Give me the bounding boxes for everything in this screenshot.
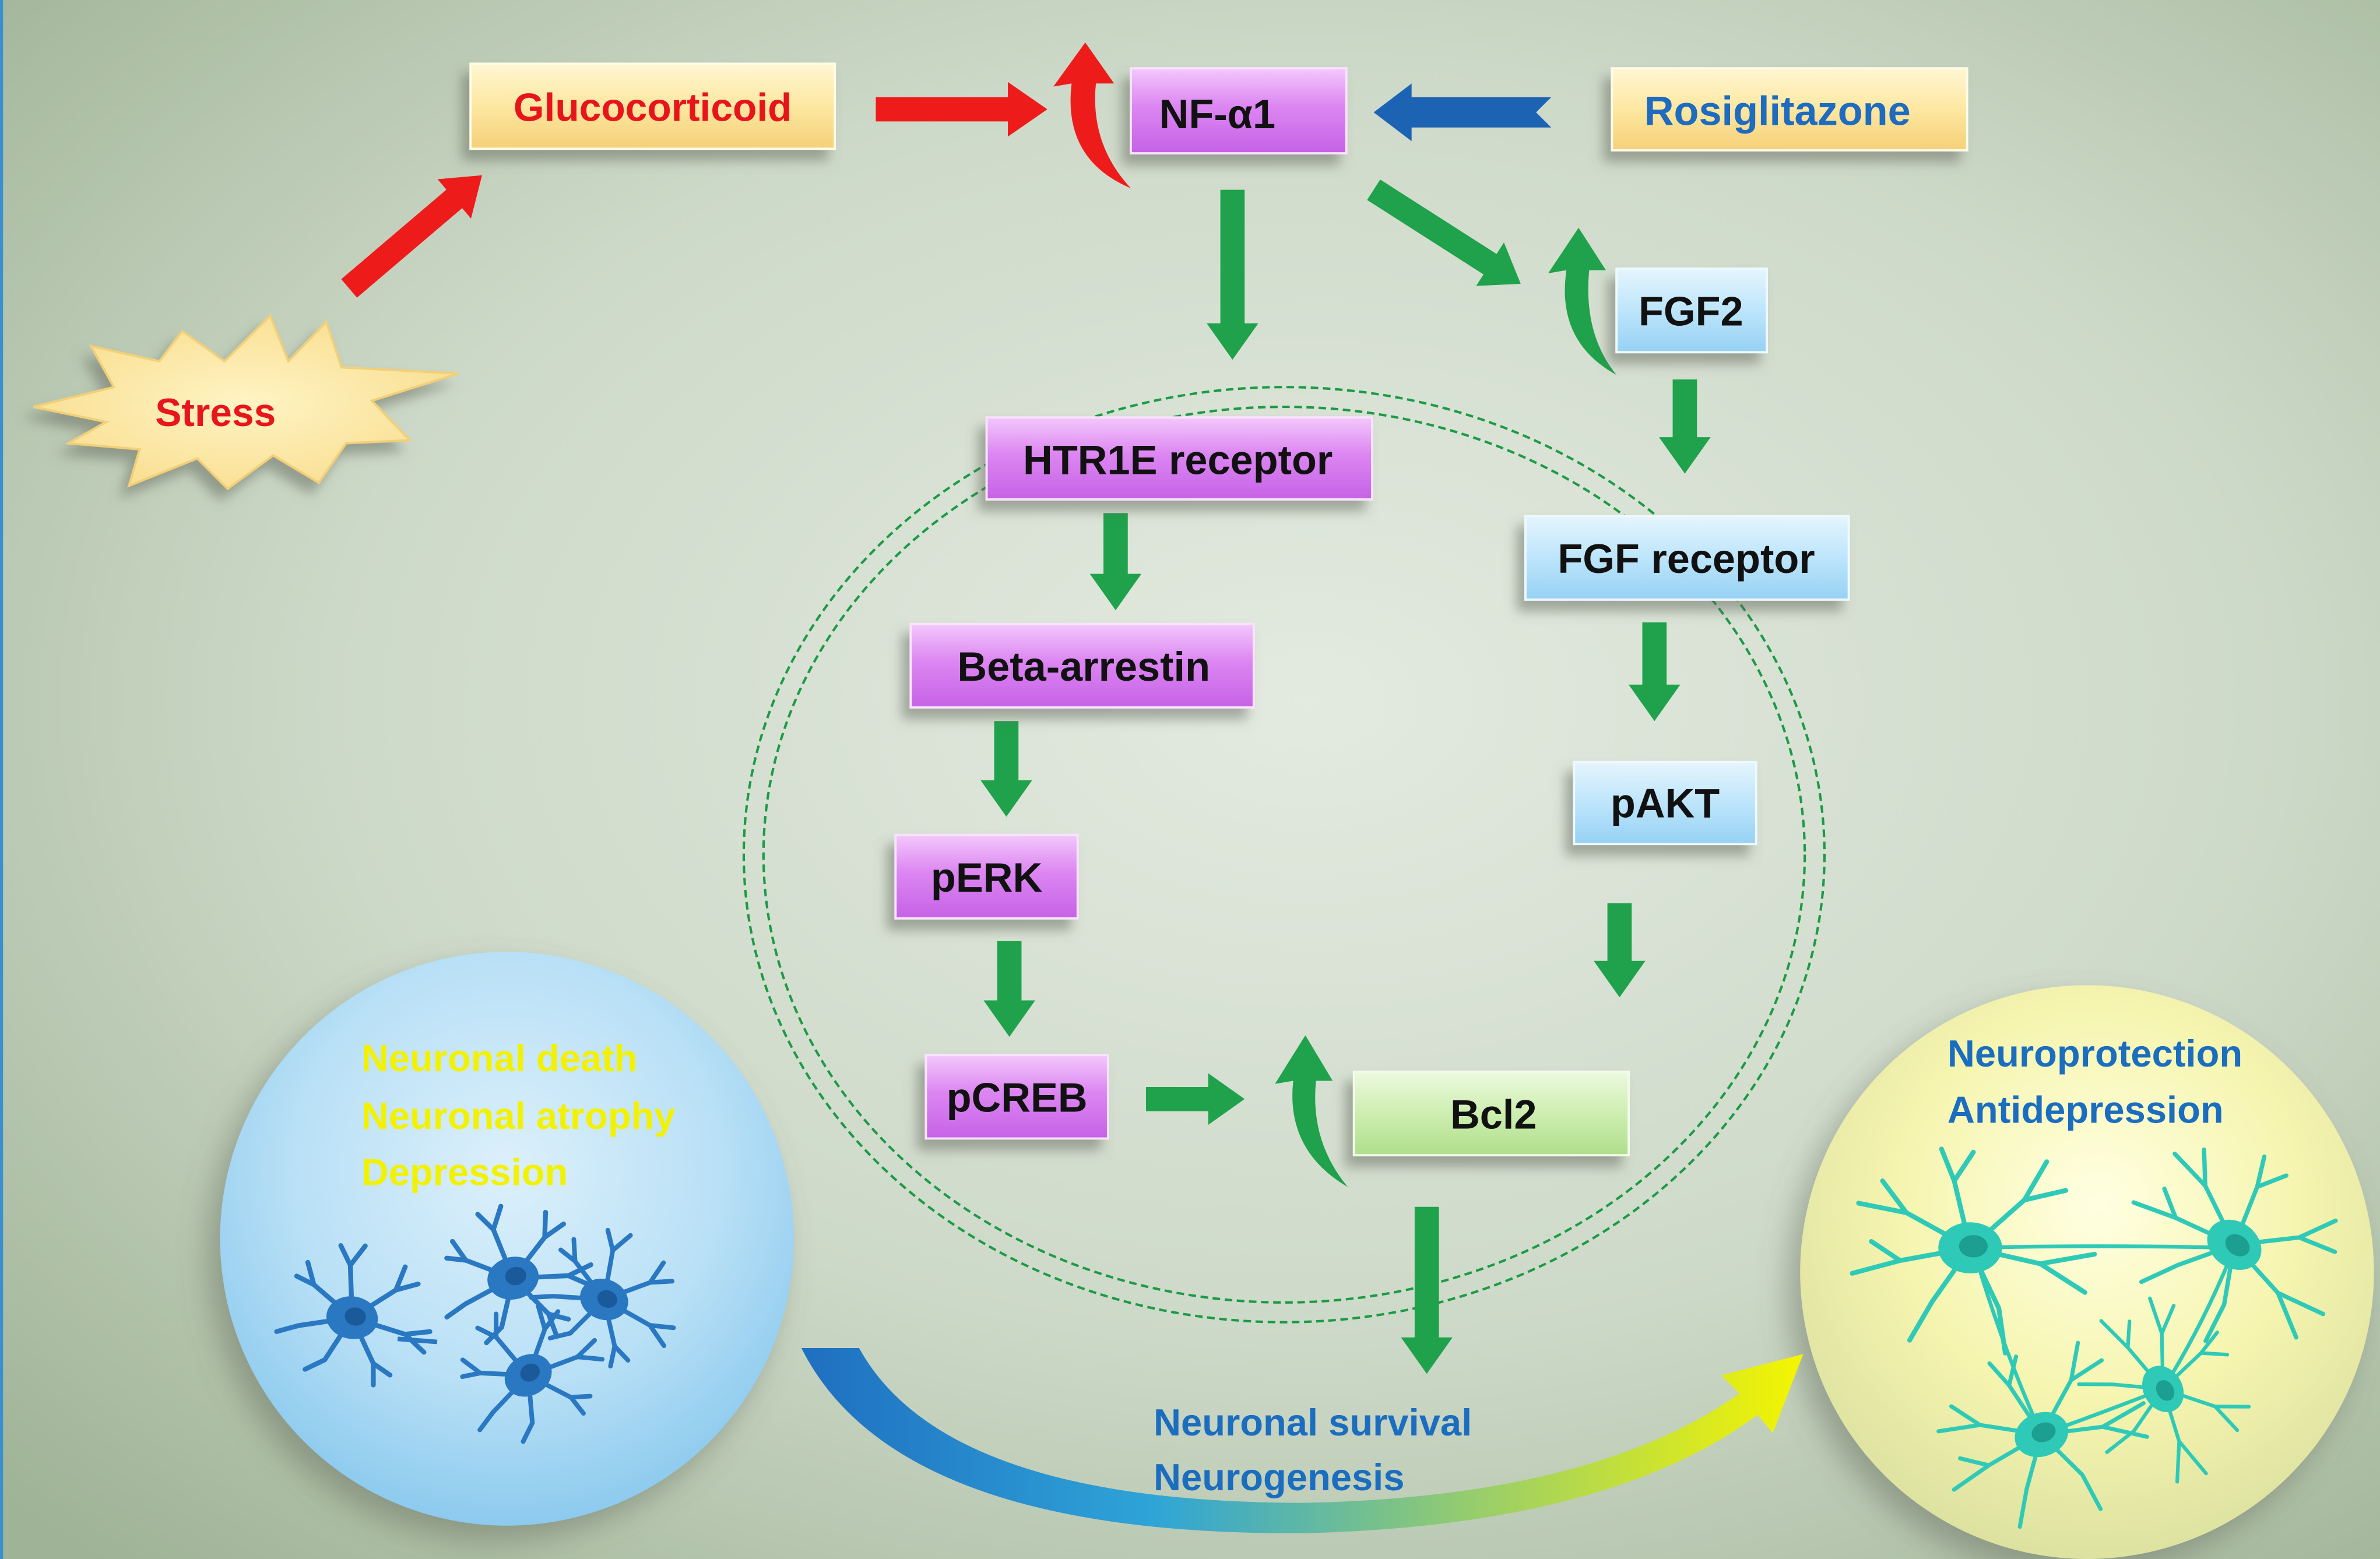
pcreb-to-bcl2-arrow [1145,1073,1245,1125]
stress-to-glucocorticoid-arrow [341,175,482,298]
pcreb-label: pCREB [947,1075,1088,1121]
fgf2-to-fgf-receptor-arrow [1659,379,1711,474]
perk-to-pcreb-arrow [983,941,1035,1037]
pathway-ring-outer [742,386,1826,1324]
pcreb-box: pCREB [924,1054,1109,1140]
glucocorticoid-label: Glucocorticoid [514,86,792,129]
fgf2-box: FGF2 [1615,268,1768,354]
depression-outcome-circle [220,952,794,1526]
glucocorticoid-box: Glucocorticoid [469,62,836,150]
nf-upregulation-arrow [1053,42,1131,188]
beta-arrestin-box: Beta-arrestin [909,622,1255,709]
htr1e-to-beta-arrestin-arrow [1089,513,1142,611]
starburst-icon [33,314,459,491]
outcome-depression: Depression [361,1150,568,1193]
left-outcome-list: Neuronal death Neuronal atrophy Depressi… [361,1037,676,1193]
neuroprotection-outcome-circle [1800,985,2374,1559]
beta-arrestin-label: Beta-arrestin [957,643,1210,689]
outcome-neuronal-survival: Neuronal survival [1154,1401,1472,1444]
nf-alpha1-label: NF-α1 [1159,91,1275,137]
fgf2-upregulation-arrow [1548,227,1617,375]
glucocorticoid-to-nf-arrow [876,82,1047,137]
bcl2-label: Bcl2 [1450,1091,1537,1137]
pakt-box: pAKT [1573,761,1757,846]
rosiglitazone-box: Rosiglitazone [1611,67,1968,152]
nf-to-fgf2-arrow [1367,180,1521,286]
damaged-neuron-axon [397,1336,438,1345]
outcome-neuronal-atrophy: Neuronal atrophy [361,1095,676,1137]
nf-to-htr1e-arrow [1207,189,1258,360]
bottom-outcome-list: Neuronal survival Neurogenesis [1154,1401,1472,1498]
right-outcome-list: Neuroprotection Antidepression [1947,1032,2242,1131]
nf-alpha1-box: NF-α1 [1129,67,1348,155]
pathway-ring-inner [762,405,1806,1304]
fgf-receptor-to-pakt-arrow [1629,622,1681,722]
bcl2-box: Bcl2 [1352,1070,1630,1157]
fgf2-label: FGF2 [1639,288,1743,334]
htr1e-receptor-label: HTR1E receptor [1023,437,1333,483]
outcome-neuronal-death: Neuronal death [361,1037,638,1079]
perk-label: pERK [931,854,1043,900]
perk-box: pERK [894,833,1079,920]
outcome-neurogenesis: Neurogenesis [1154,1456,1404,1498]
outcome-antidepression: Antidepression [1947,1089,2224,1131]
recovery-flow-arrow [801,1347,1804,1533]
rosiglitazone-label: Rosiglitazone [1644,88,1911,134]
promote-arrows [980,180,1711,1374]
bcl2-upregulation-arrow [1275,1035,1348,1187]
stress-label: Stress [155,391,276,435]
fgf-receptor-box: FGF receptor [1524,515,1850,601]
outcome-neuroprotection: Neuroprotection [1947,1032,2242,1075]
left-edge-line [0,0,3,1559]
pakt-label: pAKT [1611,780,1720,826]
htr1e-receptor-box: HTR1E receptor [985,416,1373,501]
bcl2-to-survival-arrow [1401,1206,1453,1374]
pakt-to-bcl2-arrow [1594,903,1646,998]
rosiglitazone-to-nf-arrow [1373,83,1552,142]
fgf-receptor-label: FGF receptor [1558,536,1815,582]
beta-arrestin-to-perk-arrow [980,721,1032,817]
